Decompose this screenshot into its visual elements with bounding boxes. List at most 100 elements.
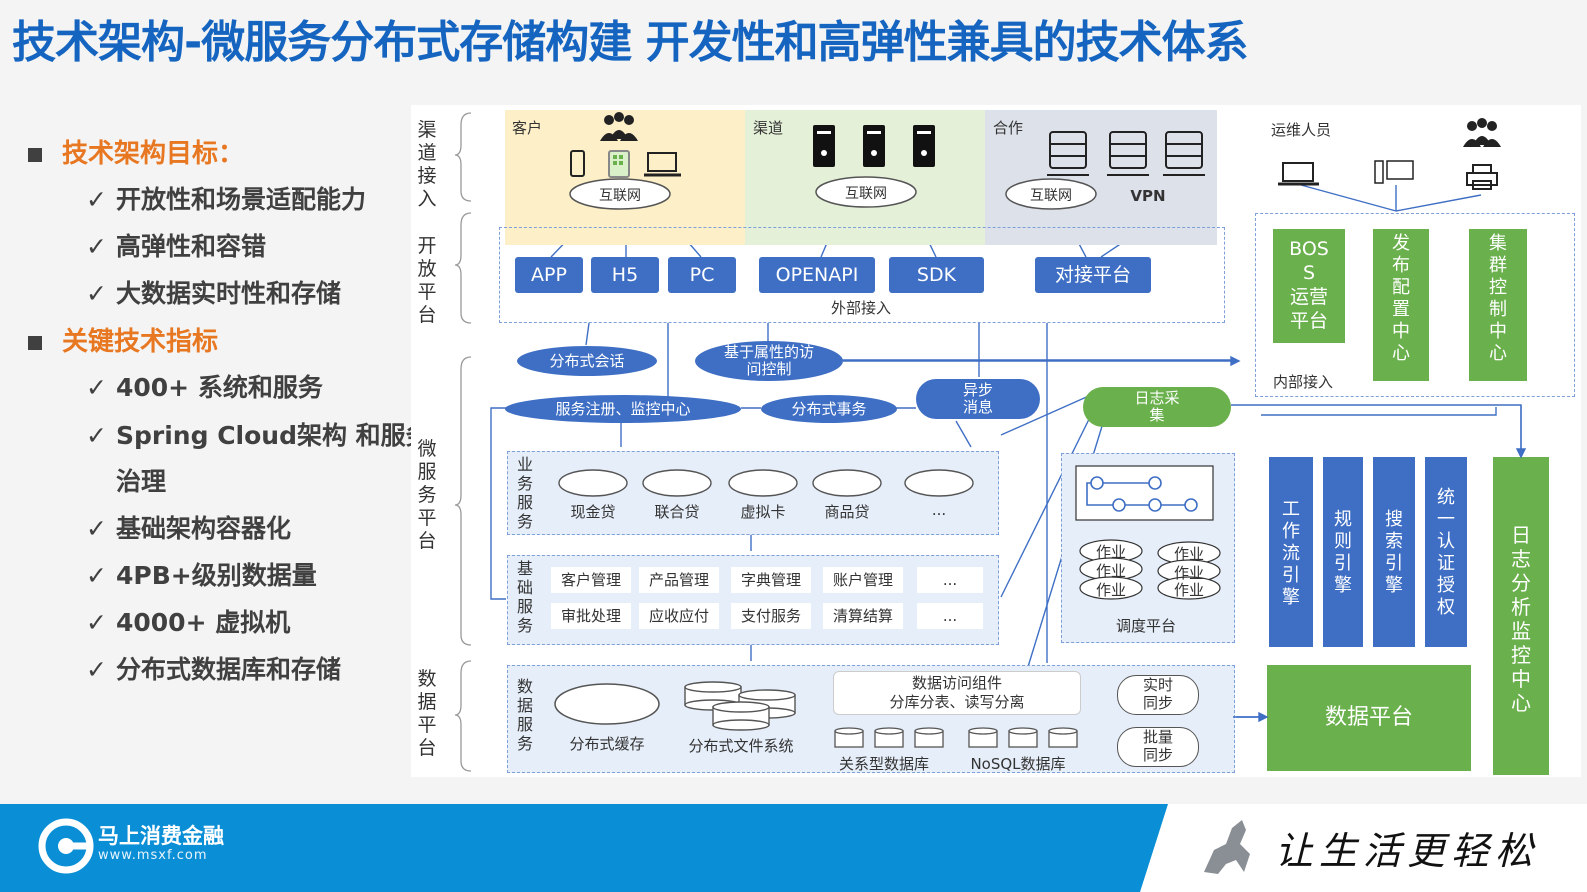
internal-access-label: 内部接入 (1272, 373, 1333, 391)
rack-icons (1047, 131, 1205, 176)
realtime-sync: 实时同步 (1117, 675, 1199, 715)
attribute-access-control: 基于属性的访问控制 (695, 341, 843, 381)
server-icons (813, 125, 935, 167)
data-platform-box: 数据平台 (1267, 665, 1471, 771)
kpi-item: ✓Spring Cloud架构 和服务 (86, 416, 431, 452)
layer-label-channel: 渠道接入 (417, 119, 437, 210)
h5-button[interactable]: H5 (591, 257, 659, 293)
pc-button[interactable]: PC (668, 257, 736, 293)
basic-module: ... (917, 603, 983, 629)
boss-line: 平台 (1289, 310, 1328, 332)
ellipse-line: 基于属性的访 (723, 343, 814, 361)
check-icon: ✓ (86, 185, 107, 214)
phone-icon (570, 150, 585, 177)
basic-module: 应收应付 (639, 603, 719, 629)
ellipse-line: 日志采 (1134, 389, 1180, 407)
goal-item: ✓ 高弹性和容错 (86, 227, 266, 263)
log-analysis-center: 日志分析监控中心 (1493, 457, 1549, 775)
ellipse-line: 异步 (962, 381, 993, 399)
kpi-item: ✓分布式数据库和存储 (86, 650, 341, 686)
openapi-button[interactable]: OPENAPI (759, 257, 875, 293)
square-bullet-icon (28, 335, 42, 350)
internet-label: 互联网 (1030, 188, 1072, 204)
sync-line: 实时 (1142, 676, 1173, 694)
kpi-text: 4000+ 虚拟机 (116, 608, 291, 637)
laptop-icon (644, 152, 681, 177)
layer-label-micro: 微服务平台 (417, 438, 437, 552)
kpi-text: 4PB+级别数据量 (116, 561, 317, 590)
sdk-button[interactable]: SDK (889, 257, 984, 293)
zone-label-channel: 渠道 (753, 119, 784, 137)
business-item: 商品贷 (824, 503, 870, 521)
kpi-text: 治理 (116, 467, 167, 496)
basic-module: 产品管理 (639, 567, 719, 593)
service-registry: 服务注册、监控中心 (505, 395, 741, 423)
sync-line: 同步 (1142, 746, 1173, 764)
check-icon: ✓ (86, 421, 107, 450)
boss-line: BOS (1289, 238, 1329, 260)
sync-line: 同步 (1142, 694, 1173, 712)
ellipse-line: 问控制 (746, 360, 792, 378)
data-access-component: 数据访问组件分库分表、读写分离 (833, 671, 1081, 715)
kpi-item-cont: 治理 (86, 462, 166, 498)
open-platform-box (499, 227, 1225, 323)
goal-header-text: 技术架构目标： (62, 139, 245, 169)
company-url: www.msxf.com (98, 848, 208, 863)
distributed-session: 分布式会话 (517, 346, 657, 376)
job-ellipses (1079, 539, 1221, 600)
boss-line: S (1302, 262, 1316, 284)
check-icon: ✓ (86, 514, 107, 543)
cache-cloud-icon (554, 683, 660, 725)
integration-platform-button[interactable]: 对接平台 (1035, 257, 1151, 293)
kpi-text: 分布式数据库和存储 (116, 655, 342, 684)
kpi-text: 400+ 系统和服务 (116, 373, 323, 402)
rule-engine: 规则引擎 (1323, 457, 1363, 647)
business-item: ... (931, 501, 947, 519)
business-item: 现金贷 (570, 503, 616, 521)
basic-module: 客户管理 (551, 567, 631, 593)
job-label: 作业 (1173, 581, 1204, 599)
cloud-icon (815, 176, 917, 208)
tablet-icon (608, 150, 630, 178)
access-line: 分库分表、读写分离 (889, 693, 1025, 711)
goal-text: 大数据实时性和存储 (116, 279, 342, 308)
scheduler-label: 调度平台 (1115, 617, 1176, 635)
goal-text: 开放性和场景适配能力 (116, 185, 367, 214)
distributed-cache-label: 分布式缓存 (569, 735, 645, 753)
cloud-icon (569, 178, 671, 210)
zone-label-customer: 客户 (512, 119, 543, 137)
nosql-label: NoSQL数据库 (970, 755, 1066, 773)
check-icon: ✓ (86, 232, 107, 261)
check-icon: ✓ (86, 608, 107, 637)
database-icon (684, 681, 796, 731)
sync-line: 批量 (1142, 728, 1173, 746)
connector-lines (454, 112, 1532, 772)
release-config-center: 发布配置中心 (1373, 229, 1429, 381)
kpi-item: ✓基础架构容器化 (86, 509, 291, 545)
footer-slogan-panel (1140, 804, 1587, 892)
goal-item: ✓ 开放性和场景适配能力 (86, 180, 366, 216)
async-message: 异步消息 (916, 379, 1040, 419)
basic-module: 账户管理 (823, 567, 903, 593)
app-button[interactable]: APP (515, 257, 583, 293)
kpi-header: 关键技术指标 (28, 321, 218, 358)
users-icon (600, 112, 638, 141)
db-cylinders (834, 727, 1078, 748)
architecture-diagram: 渠道接入 开放平台 微服务平台 数据平台 (411, 105, 1581, 777)
business-services-label: 业务服务 (516, 455, 533, 531)
access-line: 数据访问组件 (911, 674, 1002, 692)
vpn-label: VPN (1130, 187, 1166, 205)
goal-text: 高弹性和容错 (116, 232, 267, 261)
basic-module: ... (917, 567, 983, 593)
unified-auth: 统一认证授权 (1425, 457, 1467, 647)
goal-header: 技术架构目标： (28, 133, 244, 170)
kpi-item: ✓4PB+级别数据量 (86, 556, 317, 592)
square-bullet-icon (28, 147, 42, 162)
layer-label-data: 数据平台 (417, 668, 437, 759)
basic-module: 审批处理 (551, 603, 631, 629)
printer-icon (1466, 164, 1498, 190)
job-label: 作业 (1173, 545, 1204, 563)
goal-item: ✓大数据实时性和存储 (86, 274, 341, 310)
log-collection: 日志采集 (1083, 387, 1231, 427)
rdb-label: 关系型数据库 (838, 755, 929, 773)
